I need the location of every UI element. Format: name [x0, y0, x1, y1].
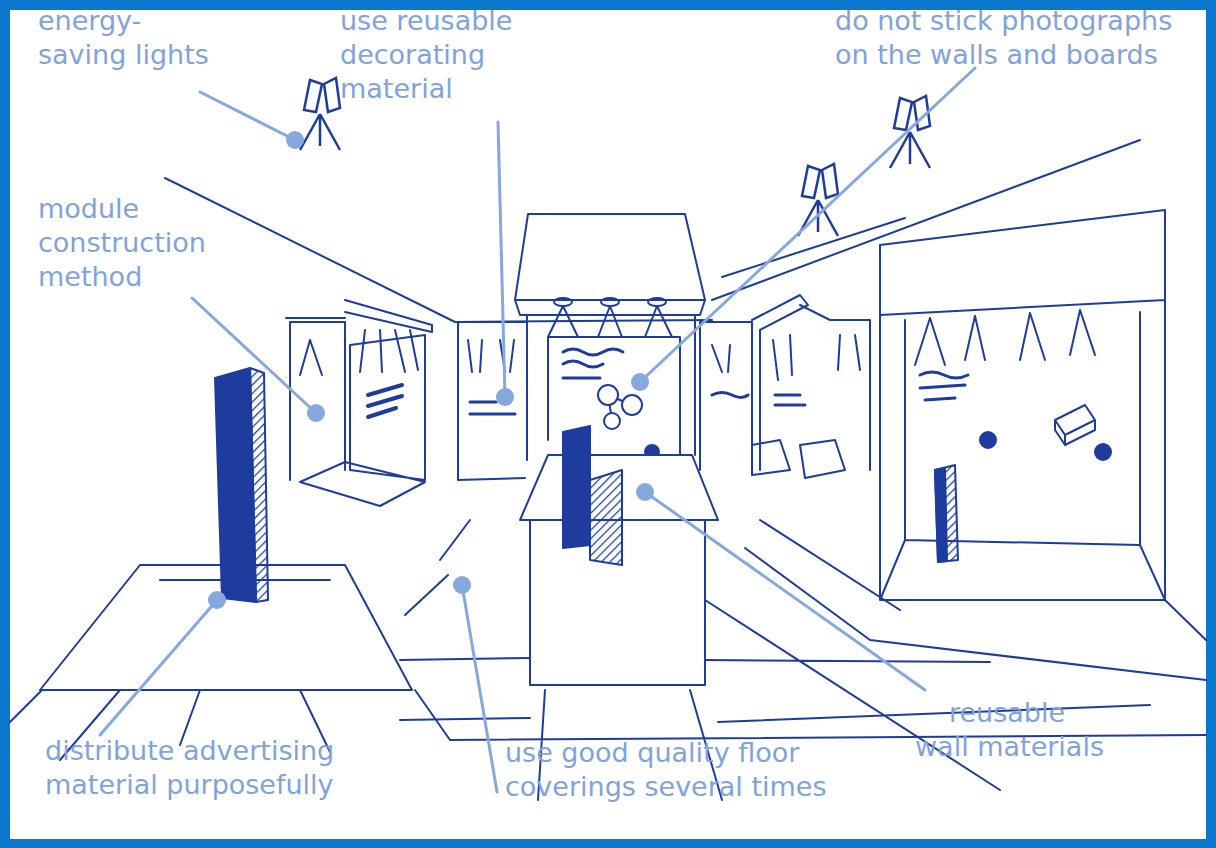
callout-label: use good quality floor coverings several…	[505, 736, 845, 804]
leader-dot	[453, 576, 471, 594]
leader-line	[498, 122, 505, 397]
light-beam	[300, 330, 418, 375]
leader-line	[645, 492, 925, 690]
light-beam	[548, 306, 672, 337]
spot-light	[601, 298, 619, 306]
molecule-atom	[604, 413, 620, 429]
energy-saving-lamp	[300, 78, 340, 150]
energy-saving-lamp	[890, 96, 930, 168]
room-line	[10, 140, 1140, 722]
text-mark	[368, 385, 402, 417]
lectern	[752, 440, 845, 478]
molecule-atom	[598, 385, 618, 405]
leader-line	[200, 92, 295, 140]
light-beam	[915, 310, 1095, 365]
exhibit-dot	[1095, 444, 1111, 460]
booth	[458, 322, 525, 480]
leader-dot	[631, 373, 649, 391]
text-mark	[712, 393, 805, 406]
centre-stand	[515, 214, 705, 460]
exhibit-pillar	[935, 465, 958, 562]
exhibit-model	[1055, 405, 1095, 445]
text-mark	[920, 372, 968, 400]
callout-label: distribute advertising material purposef…	[45, 734, 355, 802]
leader-lines	[100, 68, 975, 792]
exhibit-panel	[590, 470, 622, 565]
exhibit-pillar	[935, 468, 947, 562]
advert-column	[215, 368, 256, 602]
exhibit-pillar	[563, 426, 590, 548]
canvas	[10, 10, 1206, 839]
advert-column-side	[250, 368, 268, 602]
leader-line	[192, 298, 316, 413]
exhibit-dot	[980, 432, 996, 448]
leader-line	[640, 68, 975, 382]
text-mark	[563, 349, 623, 378]
leader-dot	[496, 388, 514, 406]
leader-dot	[208, 591, 226, 609]
callout-label: do not stick photographs on the walls an…	[835, 4, 1194, 72]
leader-dots	[208, 131, 654, 609]
booth	[880, 210, 1165, 600]
callout-label: energy- saving lights	[38, 4, 224, 72]
light-beam	[712, 335, 860, 380]
light-beam	[468, 340, 514, 372]
booth	[286, 300, 432, 506]
callout-label: module construction method	[38, 192, 222, 294]
leader-line	[100, 600, 217, 735]
spot-light	[648, 298, 666, 306]
leader-dot	[286, 131, 304, 149]
spot-light	[554, 298, 572, 306]
booth	[700, 295, 870, 470]
leader-line	[462, 585, 497, 792]
callout-label: use reusable decorating material	[340, 4, 540, 106]
leader-dot	[636, 483, 654, 501]
sketch-lines	[10, 140, 1206, 800]
leader-dot	[307, 404, 325, 422]
molecule-atom	[622, 395, 642, 415]
callout-label: reusable wall materials	[915, 696, 1115, 764]
